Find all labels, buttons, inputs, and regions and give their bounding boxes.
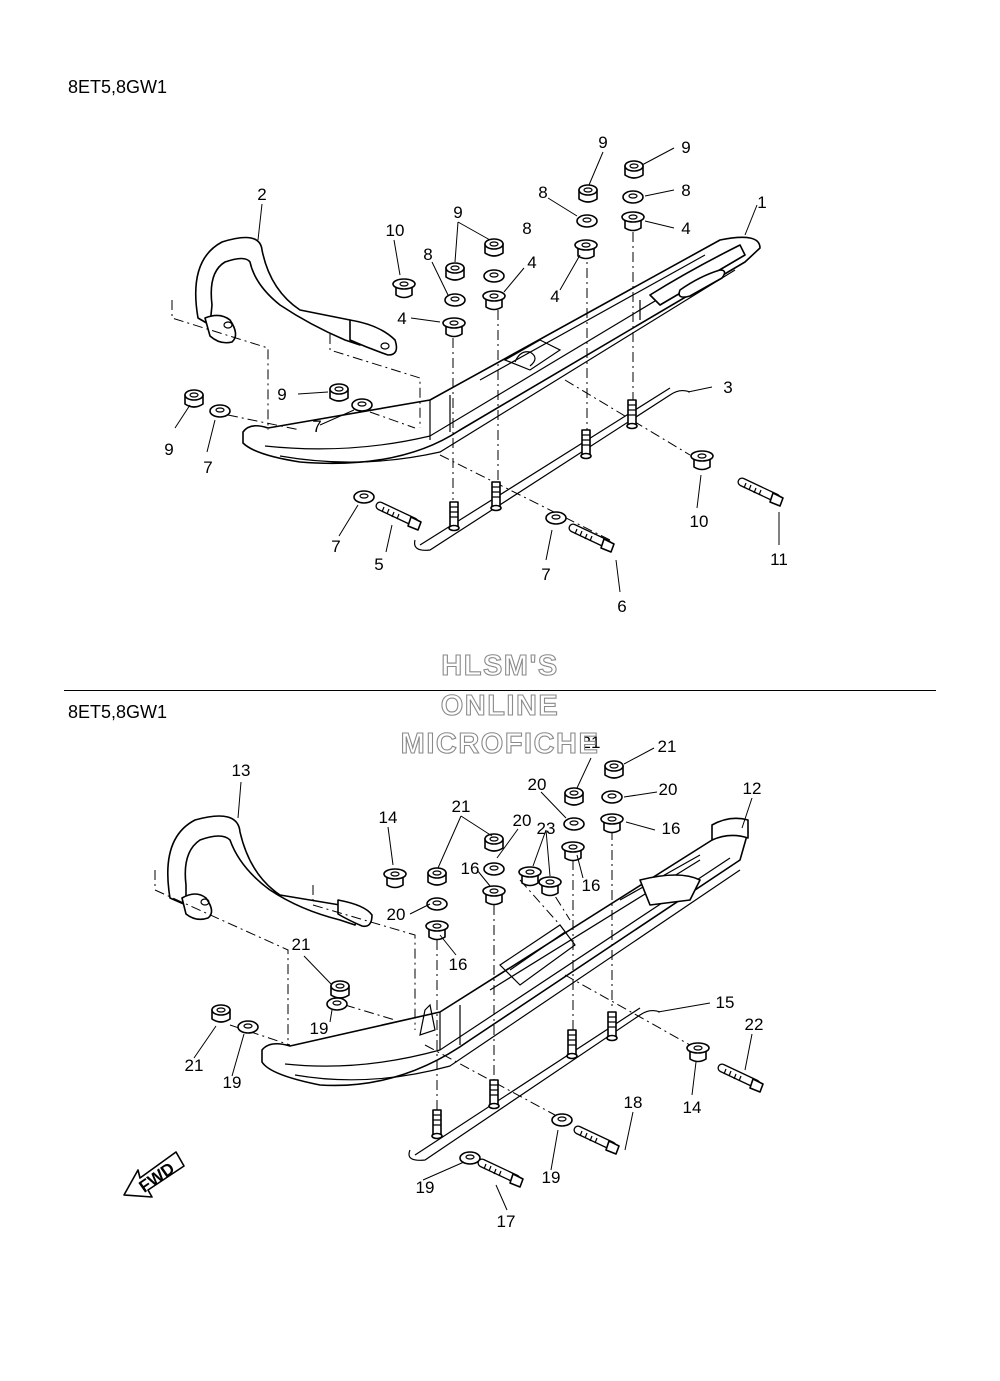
callout-label: 4	[681, 219, 690, 238]
callout-label: 8	[423, 245, 432, 264]
watermark-line-1: HLSM'S	[441, 649, 559, 682]
callout-label: 9	[598, 133, 607, 152]
callout-label: 16	[461, 859, 480, 878]
callout-label: 7	[331, 537, 340, 556]
watermark-line-3: MICROFICHE	[400, 727, 600, 760]
callout-label: 14	[683, 1098, 702, 1117]
callout-label: 19	[542, 1168, 561, 1187]
callout-label: 13	[232, 761, 251, 780]
callout-label: 21	[658, 737, 677, 756]
callout-label: 21	[292, 935, 311, 954]
callout-label: 20	[659, 780, 678, 799]
callout-label: 4	[550, 287, 559, 306]
callout-label: 5	[374, 555, 383, 574]
callout-label: 12	[743, 779, 762, 798]
callout-label: 9	[164, 440, 173, 459]
callout-label: 23	[537, 819, 556, 838]
callout-label: 2	[257, 185, 266, 204]
callout-label: 20	[513, 811, 532, 830]
callout-label: 6	[617, 597, 626, 616]
callout-label: 3	[723, 378, 732, 397]
callout-label: 20	[387, 905, 406, 924]
callout-label: 20	[528, 775, 547, 794]
callout-label: 8	[522, 219, 531, 238]
ski-assembly-top: 1 2 3 4 4 4 4 5 6 7 7 7 7 8 8 8 8 9 9 9 …	[164, 133, 788, 616]
fwd-arrow-icon: FWD	[123, 1151, 185, 1198]
callout-label: 7	[312, 417, 321, 436]
callout-label: 4	[527, 253, 536, 272]
model-code-bottom: 8ET5,8GW1	[68, 702, 168, 722]
callout-label: 14	[379, 808, 398, 827]
callout-label: 10	[690, 512, 709, 531]
callout-label: 16	[582, 876, 601, 895]
callout-label: 4	[397, 309, 406, 328]
callout-label: 7	[203, 458, 212, 477]
callout-label: 9	[681, 138, 690, 157]
section-divider	[64, 690, 936, 691]
callout-label: 18	[624, 1093, 643, 1112]
callout-label: 1	[757, 193, 766, 212]
ski-assembly-bottom: FWD 12 13 14 14 15 16 16 16 16 17 18 19 …	[123, 733, 764, 1231]
callout-label: 10	[386, 221, 405, 240]
callout-label: 8	[538, 183, 547, 202]
watermark-line-2: ONLINE	[440, 689, 560, 722]
callout-label: 7	[541, 565, 550, 584]
callout-label: 9	[453, 203, 462, 222]
callout-label: 22	[745, 1015, 764, 1034]
callout-label: 11	[770, 550, 788, 569]
callout-label: 17	[497, 1212, 516, 1231]
callout-label: 16	[449, 955, 468, 974]
callout-label: 21	[582, 733, 601, 752]
callout-label: 8	[681, 181, 690, 200]
callout-label: 15	[716, 993, 735, 1012]
callout-label: 16	[662, 819, 681, 838]
model-code-top: 8ET5,8GW1	[68, 77, 168, 97]
callout-label: 19	[416, 1178, 435, 1197]
callout-label: 21	[452, 797, 471, 816]
callout-label: 19	[310, 1019, 329, 1038]
callout-label: 9	[277, 385, 286, 404]
callout-label: 19	[223, 1073, 242, 1092]
callout-label: 21	[185, 1056, 204, 1075]
